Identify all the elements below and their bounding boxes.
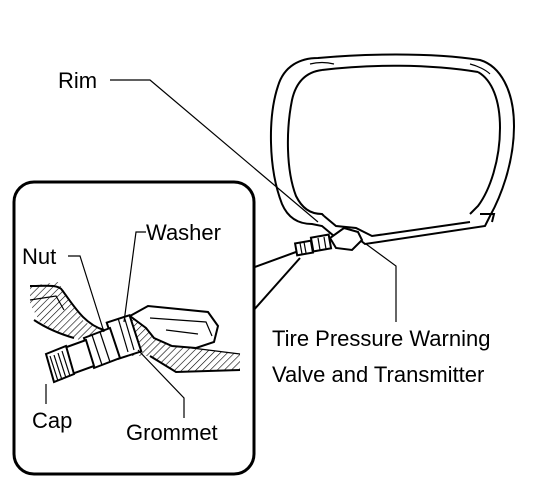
leader-nut <box>68 255 105 333</box>
label-nut: Nut <box>22 244 56 269</box>
label-valve-line2: Valve and Transmitter <box>272 362 484 387</box>
label-washer: Washer <box>146 220 221 245</box>
callout-line-bottom <box>251 257 301 313</box>
leader-rim <box>110 79 319 223</box>
label-cap: Cap <box>32 408 72 433</box>
leader-washer <box>123 231 146 323</box>
tire-cross-section <box>269 53 516 246</box>
label-valve-line1: Tire Pressure Warning <box>272 326 490 351</box>
label-grommet: Grommet <box>126 420 218 445</box>
detail-inset-content <box>29 282 241 384</box>
leader-valve-transmitter <box>365 243 397 322</box>
leader-grommet <box>137 349 185 418</box>
valve-small <box>293 226 364 257</box>
callout-line-top <box>251 251 297 269</box>
label-rim: Rim <box>58 68 97 93</box>
